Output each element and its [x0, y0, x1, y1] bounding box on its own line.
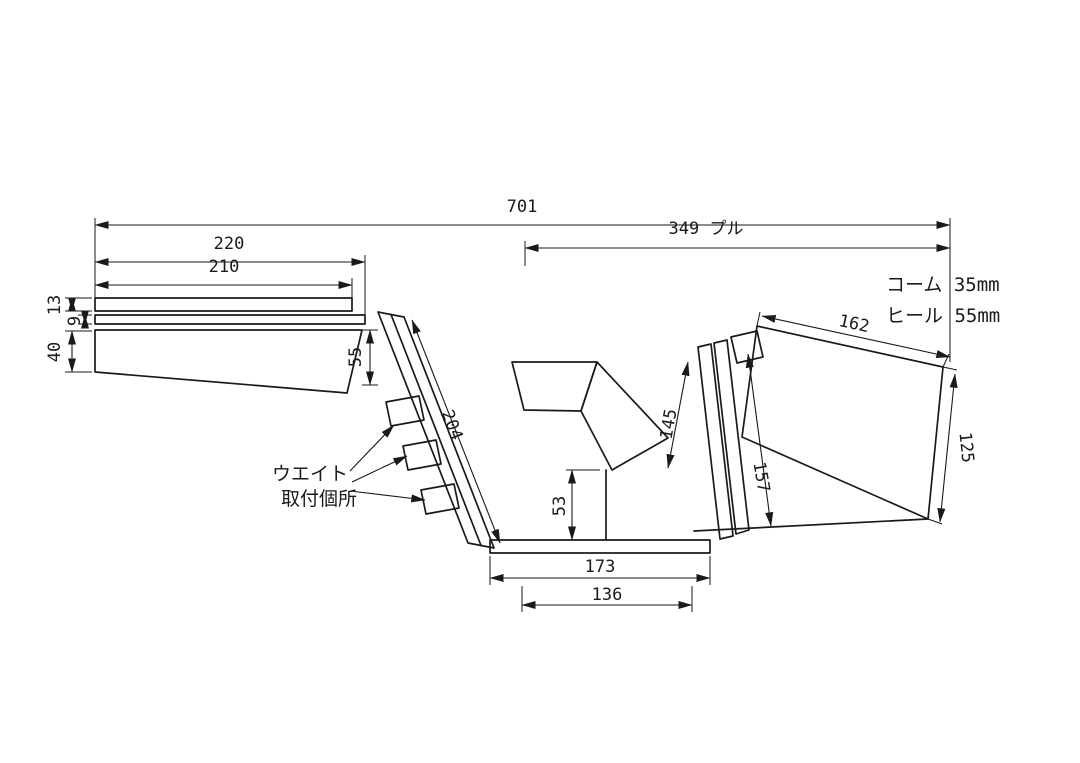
dimline-162: [761, 314, 951, 359]
grip-lower: [580, 361, 669, 471]
forend-strip-2: [713, 339, 750, 535]
forend-strip-1: [697, 343, 734, 540]
dim-173-label: 173: [585, 557, 616, 577]
forend-taper-line: [693, 518, 929, 532]
base-plate: [489, 539, 711, 554]
dim-210-label: 210: [209, 257, 240, 277]
butt-strip-top: [94, 297, 353, 312]
leader-arrow-3: [349, 490, 426, 503]
dimline-145: [666, 361, 690, 469]
weight-label-line1: ウエイト: [272, 463, 348, 485]
forend-pieces: [693, 325, 944, 540]
dim-13-label: 13: [45, 295, 65, 315]
leader-arrow-1: [349, 424, 395, 472]
annotations: コーム 35mm ヒール 55mm ウエイト 取付個所: [272, 274, 1000, 510]
dim-55-label: 55: [346, 347, 366, 367]
dim-53-label: 53: [550, 496, 570, 516]
butt-stock-pieces: [94, 297, 366, 394]
dimline-157: [745, 353, 774, 527]
weight-tab-2: [402, 439, 442, 471]
dim-204-label: 204: [437, 407, 467, 443]
butt-plate-diagonal: [377, 311, 495, 549]
dimline-125: [937, 373, 958, 523]
dim-40-label: 40: [45, 342, 65, 362]
weight-tab-3: [420, 483, 460, 515]
dim-9-label: 9: [65, 316, 85, 326]
heel-note: ヒール 55mm: [886, 305, 1000, 327]
butt-strip-mid: [94, 314, 366, 325]
dimension-labels: 701 349 プル 220 210 13 9 40 55 204 53 145…: [45, 197, 978, 605]
base-plate-outline: [489, 539, 711, 554]
comb-note: コーム 35mm: [886, 274, 1000, 296]
weight-tab-1: [385, 395, 425, 427]
dim-136-label: 136: [592, 585, 623, 605]
grip-piece: [511, 361, 669, 541]
dim-157-label: 157: [748, 460, 773, 494]
dimline-204: [411, 319, 501, 544]
forend-strip-3: [730, 330, 764, 364]
dim-pull-label: 349 プル: [669, 219, 744, 239]
dim-145-label: 145: [657, 407, 682, 441]
dim-overall-label: 701: [507, 197, 538, 217]
leader-arrow-2: [351, 455, 408, 483]
weight-leader-arrows: [349, 424, 426, 503]
dimension-lines: [67, 220, 958, 610]
weight-label-line2: 取付個所: [281, 488, 357, 510]
butt-block: [94, 329, 363, 394]
butt-plate-inner-line: [390, 313, 482, 547]
dim-125-label: 125: [954, 431, 977, 464]
dim-220-label: 220: [214, 234, 245, 254]
